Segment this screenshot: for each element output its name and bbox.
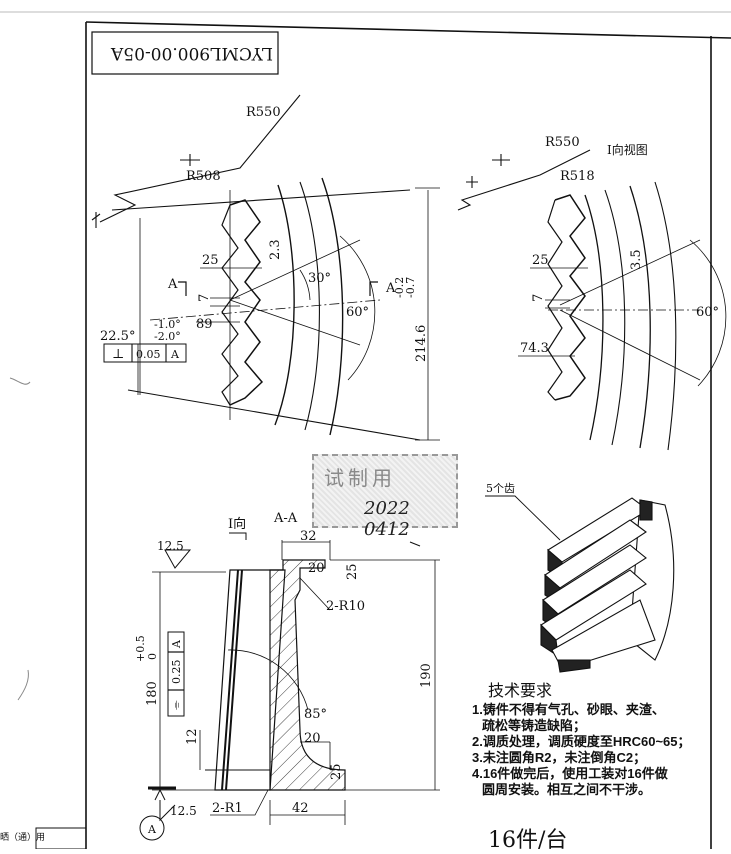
section-dim-12: 12 (185, 728, 200, 745)
section-height: 180 (145, 681, 160, 706)
left-height-tol-lower: -0.7 (404, 277, 417, 298)
roughness-top: 12.5 (157, 539, 184, 553)
left-gdt-datum: A (170, 348, 180, 361)
right-dim-74: 74.3 (520, 341, 549, 356)
section-top-height: 25 (345, 563, 360, 580)
left-angle-22: 22.5° (100, 329, 135, 344)
left-section-mark-left: A (167, 277, 178, 292)
right-tooth-depth-dim: 3.5 (629, 249, 644, 270)
section-labels: I向 A-A 12.5 32 20 25 2-R10 180 +0.5 0 A … (134, 511, 434, 836)
left-gdt-value: 0.05 (136, 348, 161, 361)
trial-stamp: 试制用 2022 0412 (312, 454, 458, 540)
right-r-outer: R550 (545, 135, 580, 150)
iso-label: 5个齿 (486, 482, 515, 495)
section-top-width: 32 (300, 529, 317, 544)
section-gdt-symbol: ⌯ (169, 700, 183, 710)
section-gdt-value: 0.25 (170, 660, 183, 685)
left-height-tol-upper: -0.2 (393, 277, 406, 298)
section-height-tol-upper: +0.5 (134, 635, 147, 662)
stamp-text: 试制用 (324, 466, 396, 490)
left-tooth-angle: 30° (308, 271, 331, 286)
left-flank-angle: 60° (346, 305, 369, 320)
section-angle: 85° (304, 707, 327, 722)
section-top-inner: 20 (308, 561, 325, 576)
right-gear-view (457, 149, 727, 451)
drawing-number: LYCML900.00-05A (110, 43, 273, 63)
stamp-date: 2022 0412 (364, 498, 410, 540)
left-dim-7: 7 (197, 294, 212, 302)
left-gear-labels: LYCML900.00-05A R550 R508 25 2.3 30° 60°… (100, 43, 429, 362)
datum-label: A (147, 823, 157, 836)
tech-requirements: 技术要求 1.铸件不得有气孔、砂眼、夹渣、 疏松等铸造缺陷； 2.调质处理，调质… (472, 684, 722, 798)
tech-item: 1.铸件不得有气孔、砂眼、夹渣、 (472, 702, 665, 717)
left-section-mark-right: A (385, 281, 396, 296)
right-view-title: I向视图 (607, 142, 648, 157)
section-gdt-datum: A (170, 639, 183, 649)
section-title: A-A (273, 511, 298, 526)
left-gear-view (91, 94, 440, 441)
drawing-number-box (91, 31, 279, 75)
tech-item: 3.未注圆角R2，未注倒角C2； (472, 750, 647, 765)
section-view (139, 532, 440, 841)
section-fillet-bottom: 2-R1 (212, 801, 243, 816)
section-overall: 190 (419, 663, 434, 688)
section-bottom-inner: 20 (304, 731, 321, 746)
right-dim-7: 7 (531, 294, 546, 302)
tech-item: 4.16件做完后，使用工装对16件做 (472, 766, 668, 781)
left-r-outer: R550 (246, 105, 281, 120)
right-gear-labels: R550 I向视图 R518 25 3.5 7 74.3 60° (520, 135, 719, 356)
section-height-tol-lower: 0 (146, 653, 159, 660)
left-angle-tol-lower: -2.0° (154, 330, 181, 343)
left-tooth-top-dim: 25 (202, 253, 219, 268)
section-direction-label: I向 (228, 516, 246, 532)
left-tooth-depth-dim: 2.3 (268, 239, 283, 260)
tech-item: 2.调质处理，调质硬度至HRC60~65； (472, 734, 691, 749)
left-angle-tol-upper: -1.0° (154, 318, 181, 331)
tech-heading: 技术要求 (488, 683, 553, 700)
section-bottom-width: 42 (292, 801, 309, 816)
roughness-bottom: 12.5 (170, 804, 197, 818)
tech-item: 圆周安装。相互之间不干涉。 (482, 782, 652, 797)
tech-item: 疏松等铸造缺陷； (482, 718, 587, 733)
isometric-gear-segment (485, 495, 675, 673)
right-r-inner: R518 (560, 169, 595, 184)
left-r-inner: R508 (186, 169, 221, 184)
quantity-label: 16件/台 (488, 828, 568, 853)
right-tooth-top-dim: 25 (532, 253, 549, 268)
left-height-dim: 214.6 (414, 325, 429, 362)
section-bottom-height: 25 (329, 763, 344, 780)
side-note: 晒（通）用 (0, 833, 46, 843)
left-dim-89: 89 (196, 317, 213, 332)
section-fillet-top: 2-R10 (326, 599, 365, 614)
right-flank-angle: 60° (696, 305, 719, 320)
left-gdt-symbol: ⊥ (112, 347, 124, 362)
